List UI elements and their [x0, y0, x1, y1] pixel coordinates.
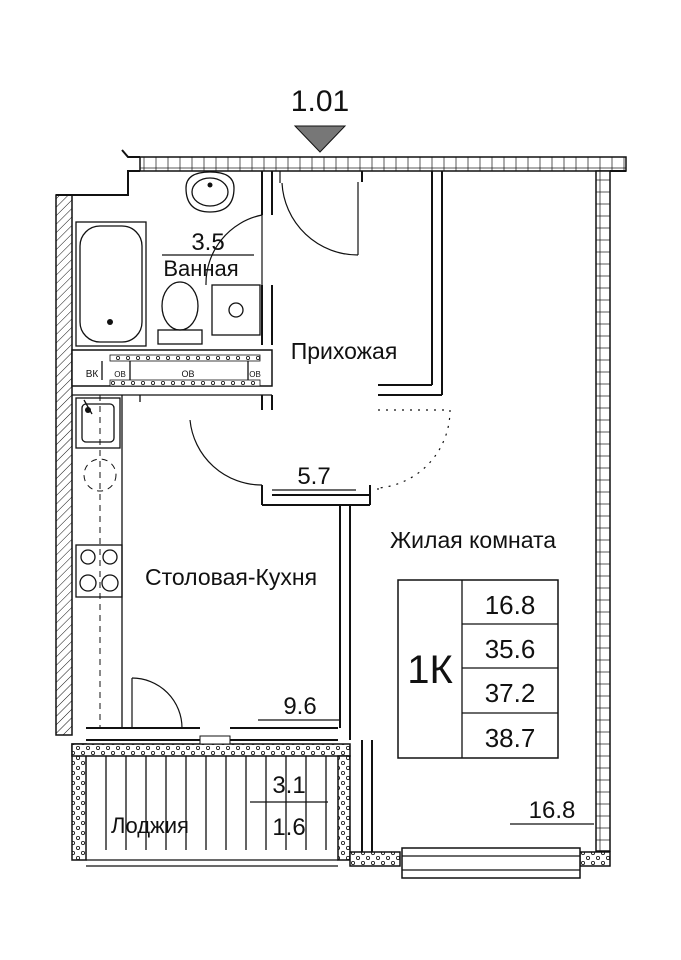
room-area: 5.7: [297, 463, 330, 490]
duct-label-vk: ВК: [86, 369, 99, 380]
room-area: 3.5: [191, 229, 224, 256]
room-label: Жилая комната: [390, 527, 556, 553]
room-label: Столовая-Кухня: [145, 564, 317, 590]
duct-labels: ВК ОВ ОВ ОВ: [86, 369, 261, 380]
summary-area-with-reduced-loggia: 37.2: [485, 678, 536, 708]
room-area: 9.6: [283, 693, 316, 720]
loggia-floor-lines: [105, 756, 327, 850]
room-area: 3.1: [272, 772, 305, 799]
room-kitchen: Столовая-Кухня 9.6: [145, 564, 340, 721]
bathroom-fixtures: [75, 171, 261, 347]
duct-label-ov: ОВ: [114, 370, 126, 379]
bathtub-icon: [75, 221, 147, 347]
sink-icon: [185, 171, 235, 213]
room-loggia: 3.1 1.6 Лоджия: [111, 772, 328, 841]
room-hallway: Прихожая 5.7: [272, 338, 398, 491]
room-bathroom: 3.5 Ванная: [162, 229, 254, 281]
kitchen-sink-icon: [75, 397, 121, 449]
room-label: Ванная: [163, 256, 238, 281]
exterior-walls: [55, 149, 627, 879]
entrance-marker-icon: [293, 125, 347, 153]
doors: [189, 171, 451, 495]
stove-icon: [75, 544, 123, 598]
summary-area-total: 35.6: [485, 634, 536, 664]
interior-walls: [71, 171, 443, 852]
kitchen-loggia-wall: [86, 677, 338, 745]
summary-area-living: 16.8: [485, 590, 536, 620]
apartment-type: 1К: [407, 648, 453, 692]
kitchen-fixtures: [75, 395, 123, 728]
duct-label-ov: ОВ: [249, 370, 261, 379]
room-label: Прихожая: [291, 338, 398, 364]
room-label: Лоджия: [111, 813, 189, 838]
toilet-icon: [157, 281, 203, 345]
dishwasher-icon: [83, 458, 117, 492]
room-area-reduced: 1.6: [272, 814, 305, 841]
room-living: Жилая комната 16.8: [390, 527, 594, 825]
room-area: 16.8: [529, 797, 576, 824]
washing-machine-icon: [211, 284, 261, 336]
summary-area-with-loggia: 38.7: [485, 723, 536, 753]
apartment-number: 1.01: [291, 85, 349, 118]
area-summary-table: 1К 16.8 35.6 37.2 38.7: [397, 579, 559, 759]
duct-label-ov: ОВ: [181, 369, 194, 379]
